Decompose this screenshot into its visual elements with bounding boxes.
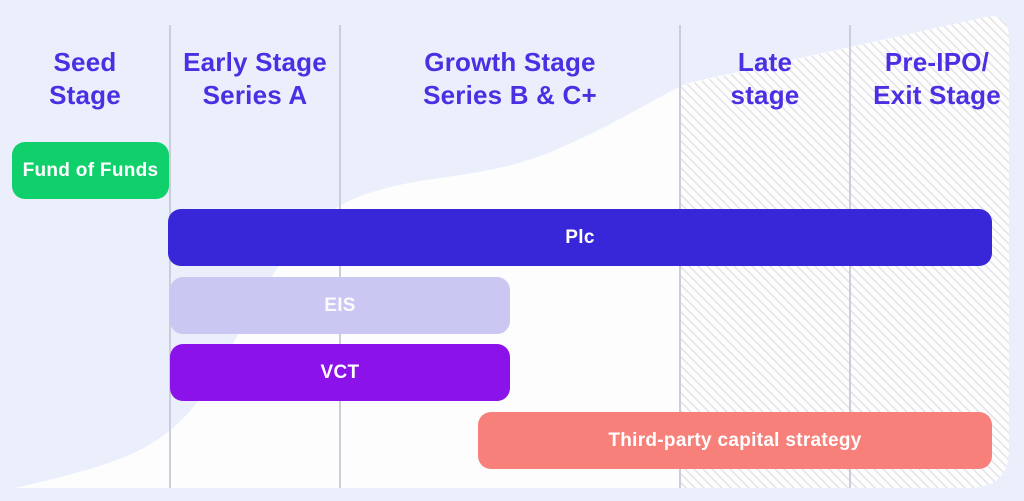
- column-header-seed-stage: Seed Stage: [49, 47, 121, 110]
- column-header-early-stage: Early Stage Series A: [183, 47, 327, 110]
- bar-plc: Plc: [168, 209, 992, 266]
- column-header-late-stage: Late stage: [730, 47, 800, 110]
- column-header-growth-stage: Growth Stage Series B & C+: [423, 47, 597, 110]
- bar-third-party-capital: Third-party capital strategy: [478, 412, 992, 469]
- bar-vct: VCT: [170, 344, 510, 401]
- column-header-pre-ipo-stage: Pre-IPO/ Exit Stage: [873, 47, 1001, 110]
- bar-fund-of-funds: Fund of Funds: [12, 142, 169, 199]
- bar-eis: EIS: [170, 277, 510, 334]
